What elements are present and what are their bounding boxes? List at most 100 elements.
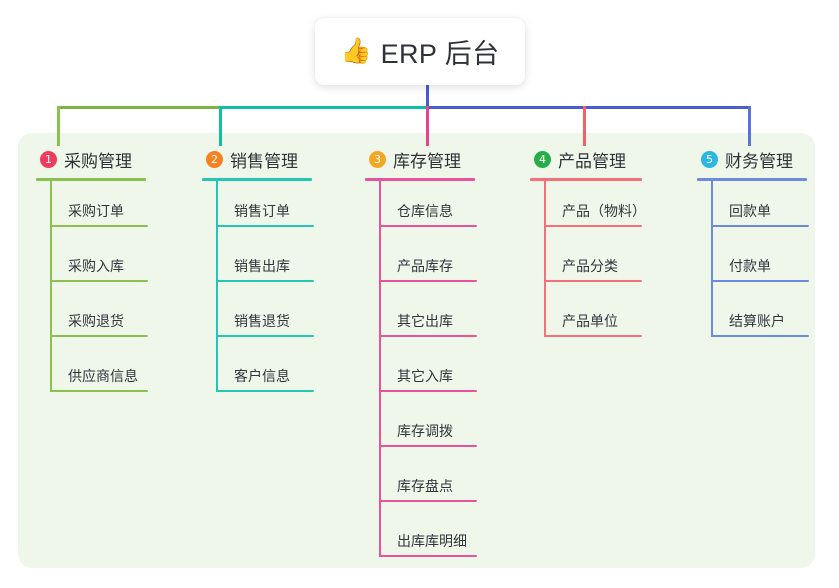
column-items-4: 产品（物料） 产品分类产品单位 <box>530 181 646 346</box>
list-item[interactable]: 销售退货 <box>202 291 314 346</box>
list-item-label: 客户信息 <box>234 368 290 384</box>
column-5: 5 财务管理回款单付款单结算账户 <box>697 146 809 346</box>
list-item-label: 库存盘点 <box>397 478 453 494</box>
list-item[interactable]: 结算账户 <box>697 291 809 346</box>
list-item-underline <box>544 280 642 282</box>
column-header-3[interactable]: 3 库存管理 <box>365 146 475 172</box>
list-item-underline <box>50 225 148 227</box>
column-header-5[interactable]: 5 财务管理 <box>697 146 807 172</box>
column-badge-4: 4 <box>534 150 551 168</box>
list-item-label: 库存调拨 <box>397 423 453 439</box>
list-item[interactable]: 库存盘点 <box>365 456 477 511</box>
connector-bus-teal <box>220 106 427 109</box>
list-item-underline <box>379 280 477 282</box>
list-item-label: 其它出库 <box>397 313 453 329</box>
connector-drop-4 <box>583 106 586 146</box>
column-items-2: 销售订单销售出库销售退货客户信息 <box>202 181 314 401</box>
column-title-2: 销售管理 <box>230 151 298 171</box>
list-item-label: 采购退货 <box>68 313 124 329</box>
column-spine-3 <box>379 181 381 557</box>
list-item-underline <box>711 335 809 337</box>
list-item[interactable]: 客户信息 <box>202 346 314 401</box>
root-node-card[interactable]: 👍 ERP 后台 <box>315 18 525 85</box>
list-item[interactable]: 产品（物料） <box>530 181 646 236</box>
list-item[interactable]: 产品分类 <box>530 236 642 291</box>
column-underline-1 <box>36 178 146 181</box>
column-2: 2 销售管理销售订单销售出库销售退货客户信息 <box>202 146 314 401</box>
list-item-label: 出库库明细 <box>397 533 467 549</box>
list-item-underline <box>50 280 148 282</box>
list-item[interactable]: 仓库信息 <box>365 181 477 236</box>
column-badge-2: 2 <box>206 150 223 168</box>
list-item[interactable]: 出库库明细 <box>365 511 477 566</box>
list-item-label: 其它入库 <box>397 368 453 384</box>
list-item[interactable]: 付款单 <box>697 236 809 291</box>
column-header-4[interactable]: 4 产品管理 <box>530 146 642 172</box>
connector-drop-1 <box>57 106 60 146</box>
list-item-underline <box>216 280 314 282</box>
list-item-underline <box>379 445 477 447</box>
list-item-label: 销售出库 <box>234 258 290 274</box>
column-4: 4 产品管理产品（物料） 产品分类产品单位 <box>530 146 646 346</box>
list-item-label: 销售退货 <box>234 313 290 329</box>
column-header-2[interactable]: 2 销售管理 <box>202 146 312 172</box>
list-item-underline <box>544 225 642 227</box>
column-title-3: 库存管理 <box>393 151 461 171</box>
connector-bus-green <box>57 106 220 109</box>
column-title-4: 产品管理 <box>558 151 626 171</box>
list-item[interactable]: 采购退货 <box>36 291 148 346</box>
list-item[interactable]: 其它出库 <box>365 291 477 346</box>
list-item-label: 产品单位 <box>562 313 618 329</box>
list-item-label: 采购订单 <box>68 203 124 219</box>
list-item[interactable]: 供应商信息 <box>36 346 148 401</box>
list-item[interactable]: 回款单 <box>697 181 809 236</box>
list-item-label: 销售订单 <box>234 203 290 219</box>
list-item-underline <box>379 555 477 557</box>
list-item-underline <box>544 335 642 337</box>
list-item-underline <box>711 225 809 227</box>
column-title-5: 财务管理 <box>725 151 793 171</box>
list-item[interactable]: 销售订单 <box>202 181 314 236</box>
column-underline-3 <box>365 178 475 181</box>
column-underline-5 <box>697 178 807 181</box>
column-underline-2 <box>202 178 312 181</box>
list-item-label: 供应商信息 <box>68 368 138 384</box>
list-item[interactable]: 产品单位 <box>530 291 642 346</box>
list-item[interactable]: 库存调拨 <box>365 401 477 456</box>
list-item[interactable]: 采购入库 <box>36 236 148 291</box>
connector-root-vertical <box>426 85 429 109</box>
connector-drop-3 <box>426 106 429 146</box>
column-3: 3 库存管理仓库信息产品库存其它出库其它入库库存调拨库存盘点出库库明细 <box>365 146 477 566</box>
list-item-underline <box>379 335 477 337</box>
connector-drop-5 <box>748 106 751 146</box>
list-item-underline <box>379 500 477 502</box>
column-items-5: 回款单付款单结算账户 <box>697 181 809 346</box>
column-spine-1 <box>50 181 52 392</box>
list-item[interactable]: 产品库存 <box>365 236 477 291</box>
column-spine-5 <box>711 181 713 337</box>
list-item-underline <box>216 225 314 227</box>
root-node-title: ERP 后台 <box>380 39 500 69</box>
list-item-label: 采购入库 <box>68 258 124 274</box>
list-item-label: 产品（物料） <box>562 203 646 219</box>
column-badge-5: 5 <box>701 150 718 168</box>
column-items-1: 采购订单采购入库采购退货供应商信息 <box>36 181 148 401</box>
list-item-label: 回款单 <box>729 203 771 219</box>
column-items-3: 仓库信息产品库存其它出库其它入库库存调拨库存盘点出库库明细 <box>365 181 477 566</box>
list-item-label: 产品库存 <box>397 258 453 274</box>
list-item[interactable]: 其它入库 <box>365 346 477 401</box>
list-item-underline <box>50 335 148 337</box>
connector-drop-2 <box>219 106 222 146</box>
list-item-label: 产品分类 <box>562 258 618 274</box>
root-node-content: 👍 ERP 后台 <box>340 32 499 71</box>
column-badge-1: 1 <box>40 150 57 168</box>
list-item-underline <box>711 280 809 282</box>
list-item-underline <box>216 335 314 337</box>
list-item-underline <box>216 390 314 392</box>
column-badge-3: 3 <box>369 150 386 168</box>
list-item[interactable]: 采购订单 <box>36 181 148 236</box>
diagram-panel <box>18 133 815 568</box>
list-item[interactable]: 销售出库 <box>202 236 314 291</box>
